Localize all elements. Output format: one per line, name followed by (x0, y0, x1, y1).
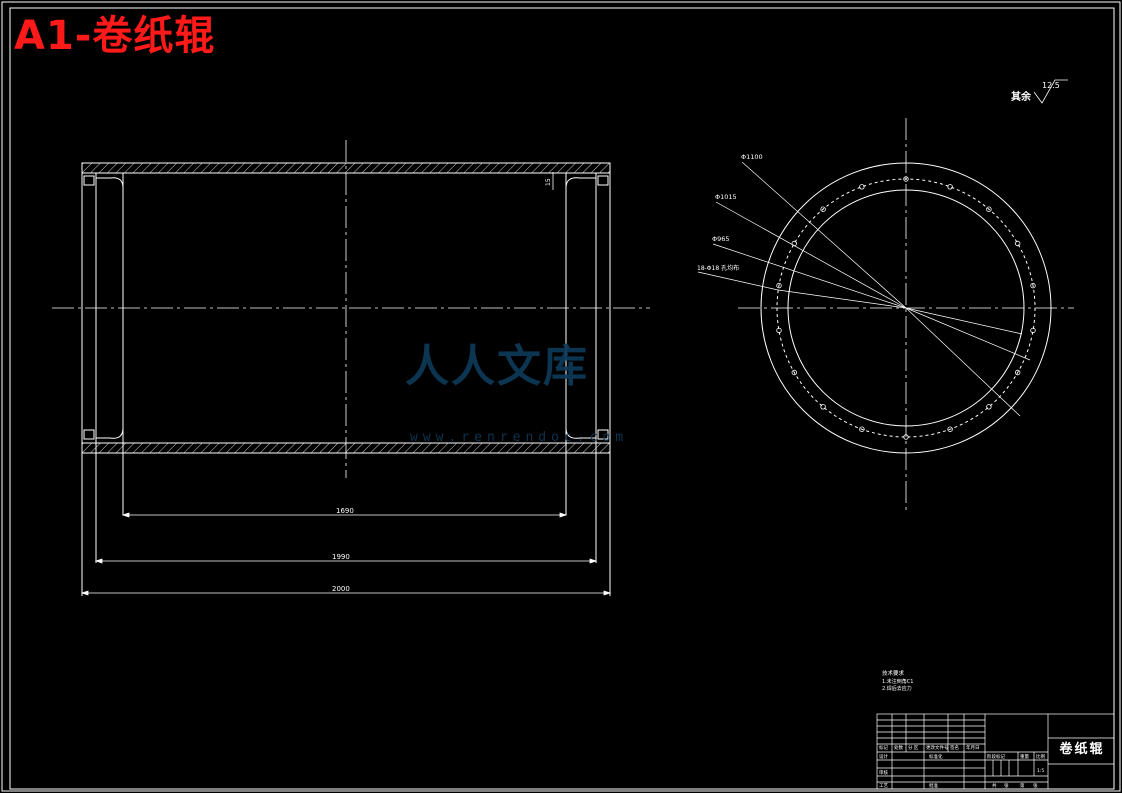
bolt-hole (776, 282, 782, 289)
watermark-url: www.renrendoc.com (410, 430, 629, 445)
tb-scale: 1:5 (1037, 768, 1044, 774)
tb-r1-5: 年月日 (966, 744, 980, 751)
bolt-hole (947, 426, 953, 432)
bolt-hole (1030, 282, 1036, 289)
tb-r4-0: 工艺 (879, 783, 888, 789)
tb-sheets-3: 张 (1033, 782, 1038, 789)
tb-r3-0: 审核 (879, 769, 888, 776)
roughness-value: 12.5 (1042, 81, 1060, 90)
tb-sheets-1: 张 (1004, 782, 1009, 789)
bolt-hole (903, 176, 909, 182)
bolt-hole (947, 184, 953, 190)
tb-r1-0: 标记 (879, 744, 888, 751)
tb-r4-3: 批准 (929, 782, 938, 789)
dim-inner-length: 1690 (336, 507, 354, 515)
notes-line-1: 1.未注倒角C1 (882, 678, 913, 685)
notes-heading: 技术要求 (882, 669, 905, 677)
sheet-title: A1-卷纸辊 (14, 13, 216, 59)
bolt-hole (1015, 369, 1021, 376)
dia-inner-label: Φ965 (712, 235, 730, 243)
bolt-hole (986, 206, 992, 212)
dim-right-small: 15 (545, 178, 552, 186)
dia-bolt-label: Φ1015 (715, 193, 737, 201)
holes-label: 18-Φ18 孔均布 (697, 264, 739, 272)
roughness-prefix: 其余 (1011, 90, 1032, 103)
bolt-hole (859, 184, 865, 190)
tb-stage-1: 重量 (1020, 753, 1029, 760)
tb-r1-2: 分 区 (908, 744, 919, 751)
bolt-hole (1015, 240, 1021, 247)
tb-r2-3: 标准化 (929, 753, 943, 760)
bolt-hole (776, 327, 782, 334)
tb-r2-0: 设计 (879, 753, 888, 760)
dim-overall-length: 2000 (332, 585, 350, 593)
bolt-hole (791, 369, 797, 376)
tb-r1-4: 签名 (950, 744, 959, 751)
watermark-text: 人人文库 (405, 341, 589, 392)
bolt-hole (859, 426, 865, 432)
dia-outer-label: Φ1100 (741, 153, 763, 161)
title-block-part-name: 卷纸辊 (1059, 742, 1105, 757)
bolt-hole (986, 404, 992, 410)
tb-r1-3: 更改文件号 (926, 744, 949, 751)
bolt-hole (1030, 327, 1036, 334)
bolt-hole (820, 206, 826, 212)
tb-stage-0: 阶段标记 (987, 753, 1005, 760)
tb-sheets-0: 共 (992, 782, 997, 789)
leader-lines (697, 161, 1031, 417)
tb-sheets-2: 第 (1020, 782, 1025, 789)
inner-frame (9, 7, 1115, 790)
title-block (876, 713, 1115, 790)
bolt-hole (820, 404, 826, 410)
tb-stage-2: 比例 (1036, 753, 1045, 760)
dimension-lines (80, 172, 612, 596)
notes-line-2: 2.焊后去应力 (882, 685, 912, 692)
dim-mid-length: 1990 (332, 553, 350, 561)
roughness-symbol (1033, 79, 1068, 104)
tb-r1-1: 处数 (894, 744, 903, 751)
